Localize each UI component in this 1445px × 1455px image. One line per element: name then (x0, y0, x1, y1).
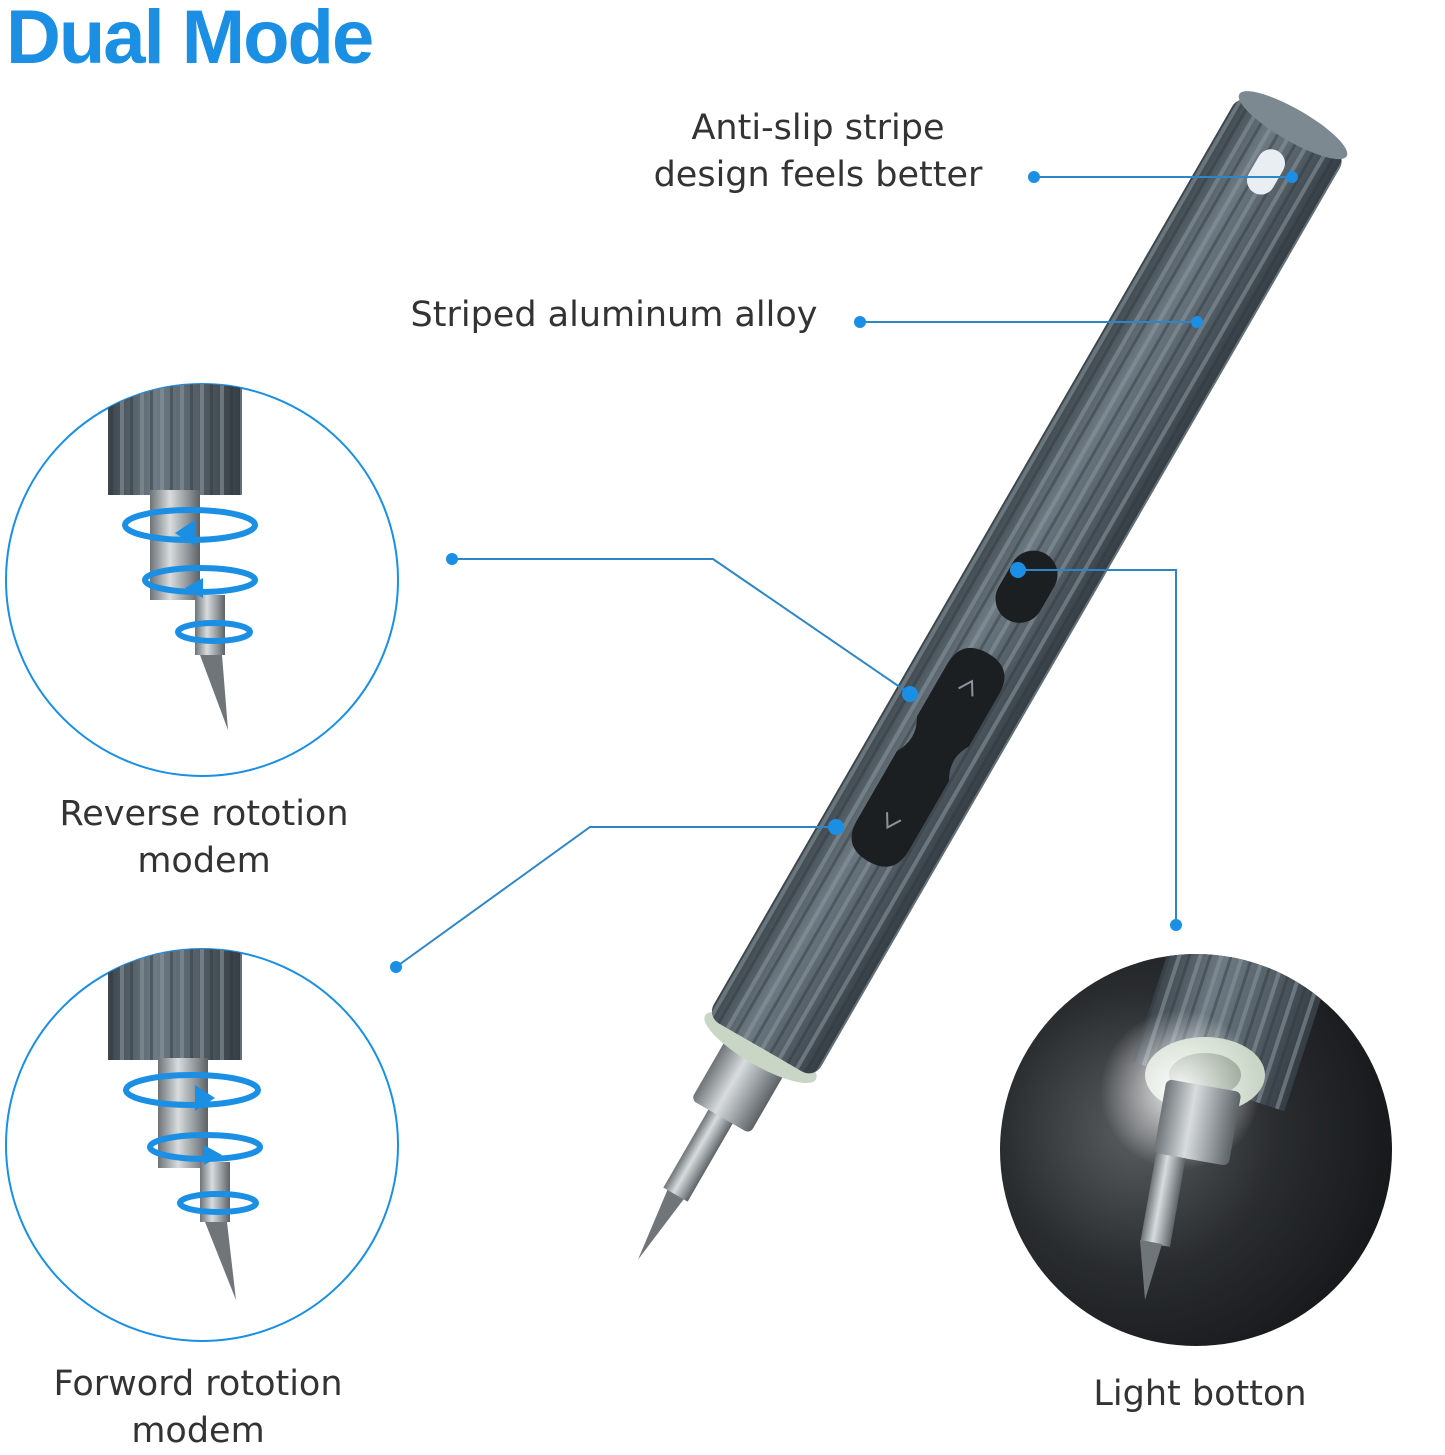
callout-alloy: Striped aluminum alloy (410, 295, 818, 335)
screwdriver-icon (638, 91, 1348, 1260)
callout-anti-slip: Anti-slip stripe design feels better (628, 105, 1008, 199)
callout-reverse: Reverse rototion modem (24, 791, 384, 885)
callout-forward-line2: modem (131, 1411, 265, 1451)
callout-forward-line1: Forword rototion (53, 1364, 343, 1404)
callout-light: Light botton (1093, 1374, 1307, 1414)
callout-forward: Forword rototion modem (16, 1361, 380, 1455)
callout-reverse-line1: Reverse rototion (59, 794, 349, 834)
page-title: Dual Mode (6, 0, 374, 80)
callout-anti-slip-line2: design feels better (653, 155, 983, 195)
callout-reverse-line2: modem (137, 841, 271, 881)
callout-anti-slip-line1: Anti-slip stripe (691, 108, 945, 148)
led-light-icon (1100, 954, 1328, 1300)
